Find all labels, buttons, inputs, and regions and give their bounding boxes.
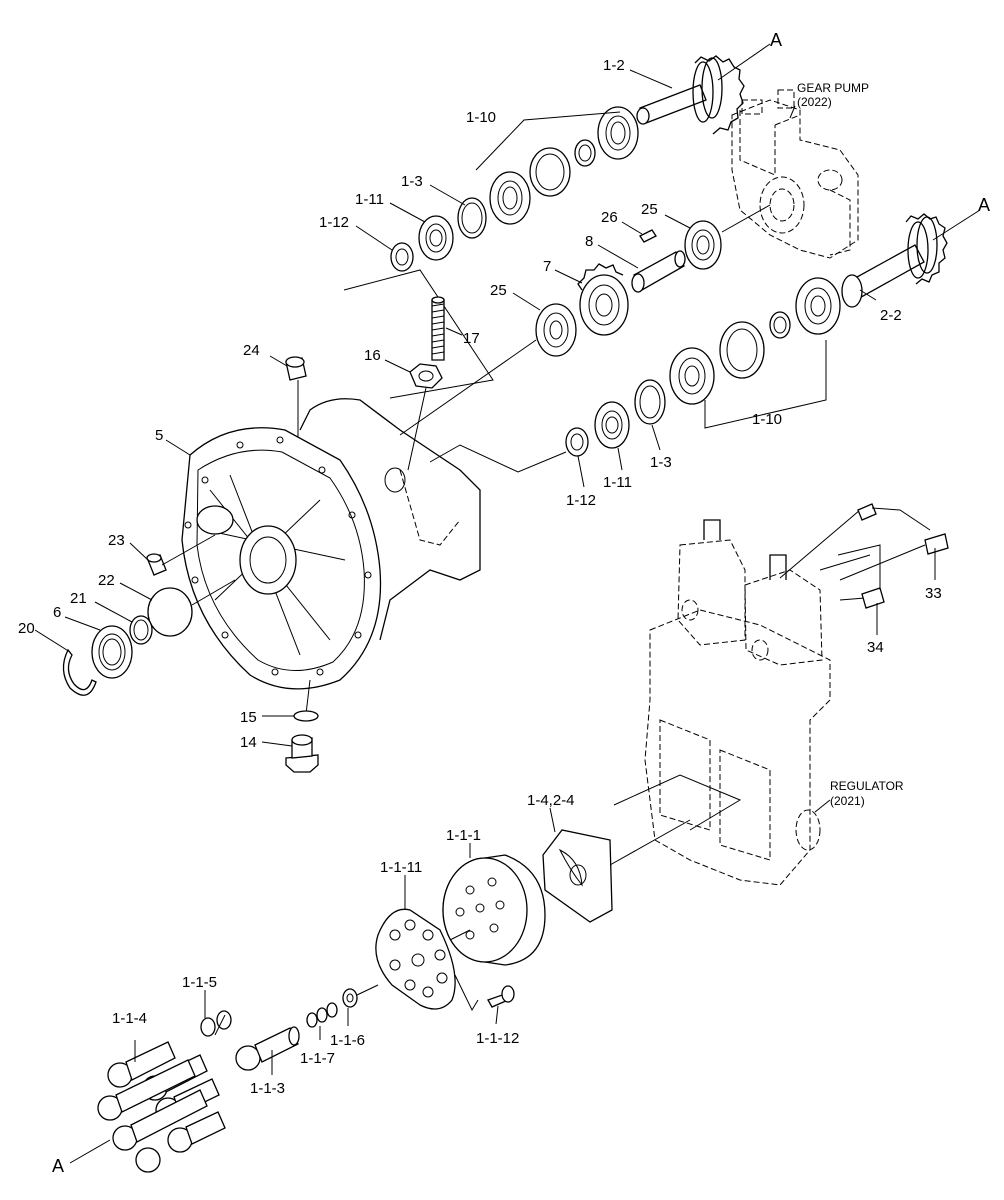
label-20: 20 [18,620,35,637]
cylinder-block-1-1-1 [442,854,546,966]
bearing-1-11-top [418,215,454,261]
housing-5 [181,398,481,690]
note-regulator-number: (2021) [830,794,865,808]
ring-21 [129,615,153,645]
label-1-1-4: 1-1-4 [112,1010,147,1027]
label-1-1-3: 1-1-3 [250,1080,285,1097]
bearing-set-1-10-mid [669,277,841,429]
bearing-25-top [684,220,722,270]
part-1-1-6 [342,988,358,1008]
washer-1-3-bot [634,379,666,425]
plug-24 [285,356,307,440]
label-1-11-top: 1-11 [355,191,384,208]
label-1-1-11: 1-1-11 [380,859,422,876]
nut-1-12-bot [565,427,589,457]
label-24: 24 [243,342,260,359]
note-gear-pump-number: (2022) [797,95,832,109]
key-26 [639,229,657,243]
label-15: 15 [240,709,257,726]
label-26: 26 [601,209,618,226]
label-23: 23 [108,532,125,549]
valve-plate-1-4-2-4 [542,774,742,923]
rings-1-1-5 [200,1010,232,1037]
label-1-12-top: 1-12 [319,214,349,231]
label-1-1-12: 1-1-12 [476,1030,519,1047]
nut-16 [407,363,443,471]
washer-1-3-top [457,197,487,239]
label-14: 14 [240,734,257,751]
label-33: 33 [925,585,942,602]
plug-14 [285,734,319,773]
label-1-4-2-4: 1-4,2-4 [527,792,575,809]
label-25-mid: 25 [490,282,507,299]
label-6: 6 [53,604,61,621]
oring-15 [293,710,319,722]
label-a-bottom: A [52,1156,64,1176]
nut-1-12-top [390,242,414,272]
note-gear-pump-title: GEAR PUMP [797,81,869,95]
plug-23 [146,534,216,576]
regulator-2021 [644,503,949,886]
label-1-10-bot: 1-10 [752,411,782,428]
label-8: 8 [585,233,593,250]
label-1-1-5: 1-1-5 [182,974,217,991]
label-1-3-bot: 1-3 [650,454,672,471]
gear-7 [577,263,629,336]
bearing-25-mid [535,303,577,357]
label-a-right: A [978,195,990,215]
label-17: 17 [463,330,480,347]
label-1-11-bot: 1-11 [603,474,632,491]
snap-ring-20 [62,648,97,696]
bearing-set-1-10-top [475,106,639,225]
screw-1-1-12 [487,985,515,1008]
shaft-8 [631,250,686,293]
label-2-2: 2-2 [880,307,902,324]
label-22: 22 [98,572,115,589]
label-1-2: 1-2 [603,57,625,74]
pistons-1-1-4 [97,1041,226,1173]
seal-6 [91,625,133,679]
label-16: 16 [364,347,381,364]
shaft-1-2 [636,43,771,135]
leader-lines [34,69,877,1075]
oring-22 [147,579,236,637]
label-5: 5 [155,427,163,444]
label-1-1-1: 1-1-1 [446,827,481,844]
rings-1-1-7 [306,1002,338,1028]
bearing-1-11-bot [594,401,630,449]
shaft-2-2 [841,209,981,308]
label-1-10-top: 1-10 [466,109,496,126]
part-labels: 1-2 A 1-10 1-3 1-11 1-12 26 25 8 7 25 17… [18,30,990,1176]
label-7: 7 [543,258,551,275]
label-25-top: 25 [641,201,658,218]
label-a-top: A [770,30,782,50]
label-34: 34 [867,639,884,656]
label-1-1-6: 1-1-6 [330,1032,365,1049]
piston-1-1-3 [235,1026,300,1071]
note-regulator-title: REGULATOR [830,779,904,793]
label-1-12-bot: 1-12 [566,492,596,509]
label-21: 21 [70,590,87,607]
gear-pump-2022 [731,89,859,259]
plate-1-1-11 [375,908,456,1010]
label-1-1-7: 1-1-7 [300,1050,335,1067]
label-1-3-top: 1-3 [401,173,423,190]
stud-17 [431,296,445,361]
